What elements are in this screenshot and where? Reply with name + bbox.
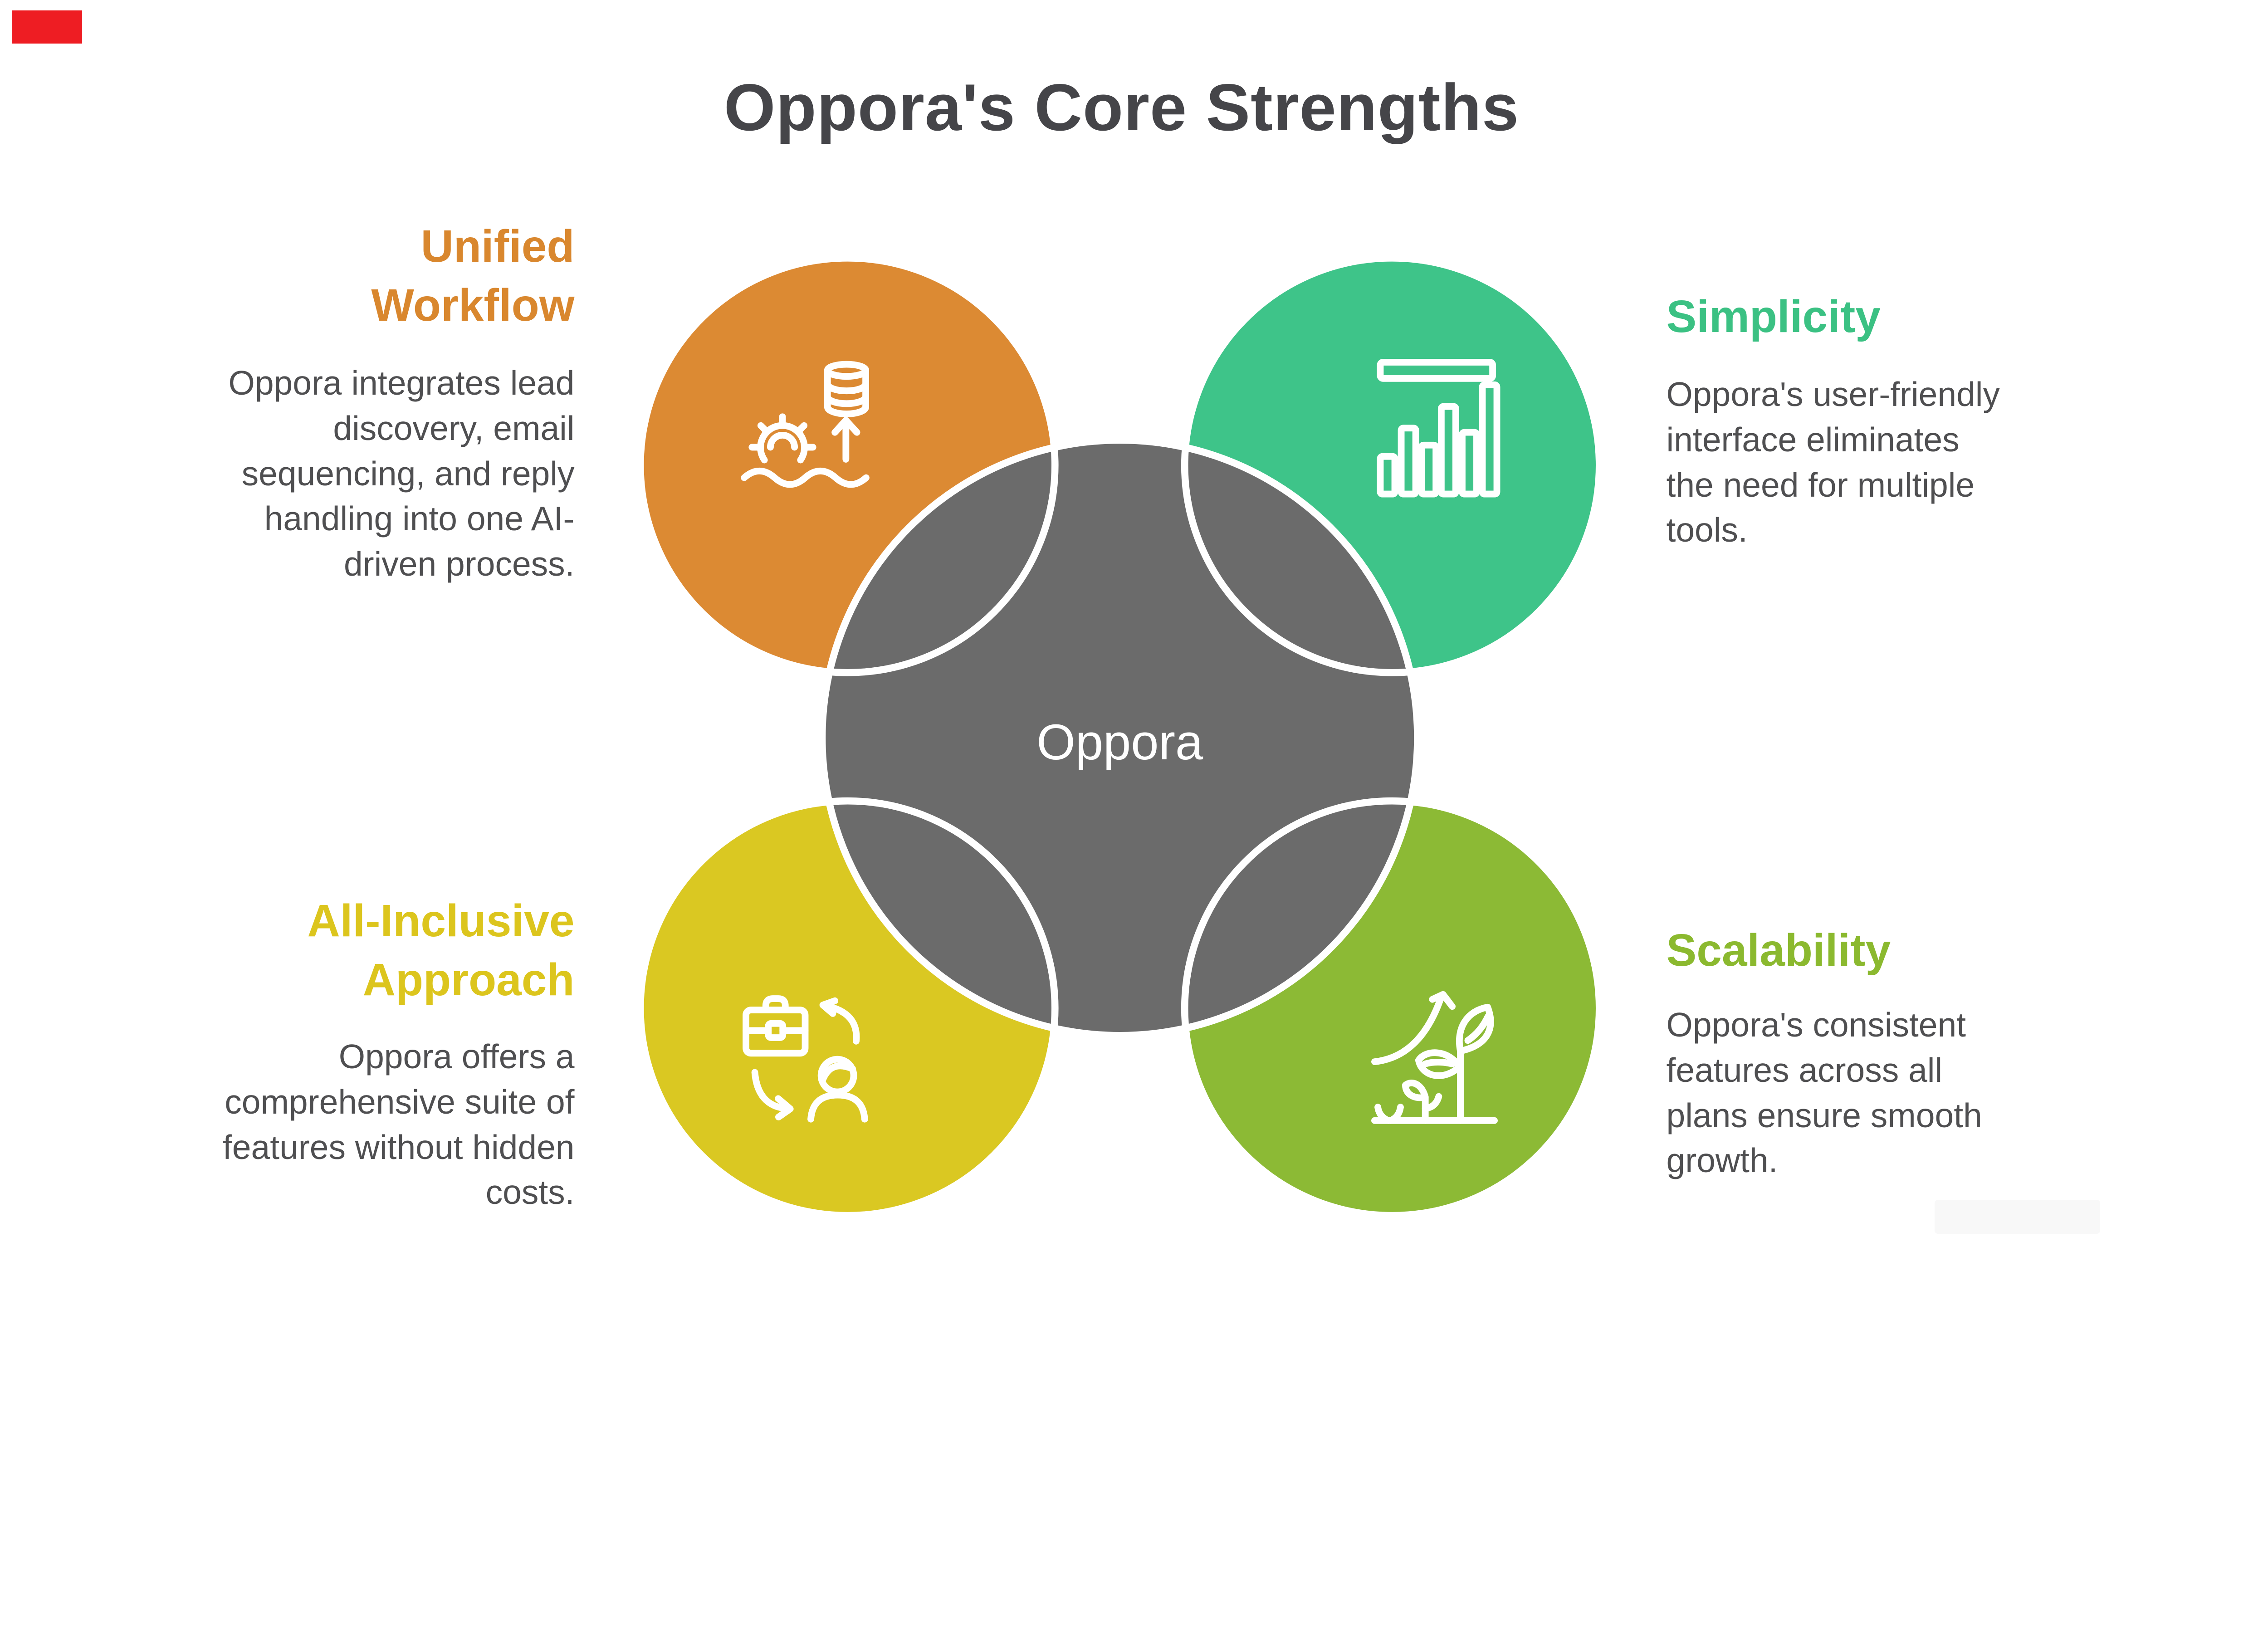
outline-center <box>818 436 1421 1039</box>
heading-line: Scalability <box>1666 925 1891 976</box>
plant-growth-arrow-icon <box>1371 991 1498 1124</box>
outline-scalability <box>1181 797 1603 1219</box>
recording-marker <box>12 10 82 44</box>
heading-line: Workflow <box>371 279 575 331</box>
heading-scalability: Scalability <box>1667 921 2011 980</box>
heading-line: Simplicity <box>1666 291 1881 342</box>
body-simplicity: Oppora's user-friendly interface elimina… <box>1666 375 2000 549</box>
heading-line: Unified <box>420 220 575 272</box>
briefcase-person-cycle-icon <box>743 995 868 1123</box>
heading-line: All-Inclusive <box>307 895 575 946</box>
page-title: Oppora's Core Strengths <box>723 70 1520 144</box>
infographic-canvas: Oppora's Core Strengths <box>12 10 2100 1234</box>
heading-unified-workflow: Unified Workflow <box>212 217 575 335</box>
heading-simplicity: Simplicity <box>1667 287 2011 346</box>
circle-center-fill <box>822 440 1418 1036</box>
bar-chart-icon <box>1377 359 1501 498</box>
center-circle-label: Oppora <box>1036 714 1203 770</box>
outline-unified-workflow <box>636 254 1059 676</box>
body-unified-workflow: Oppora integrates lead discovery, email … <box>228 364 575 583</box>
body-all-inclusive: Oppora offers a comprehensive suite of f… <box>222 1037 575 1212</box>
satellite-outlines <box>636 254 1603 1219</box>
body-scalability: Oppora's consistent features across all … <box>1666 1006 1982 1180</box>
gear-database-arrow-icon <box>741 361 870 488</box>
outline-all-inclusive <box>636 797 1059 1219</box>
watermark <box>1935 1200 2100 1234</box>
heading-all-inclusive: All-Inclusive Approach <box>212 891 575 1009</box>
venn-diagram <box>636 254 1603 1219</box>
heading-line: Approach <box>362 954 575 1005</box>
outline-simplicity <box>1181 254 1603 676</box>
